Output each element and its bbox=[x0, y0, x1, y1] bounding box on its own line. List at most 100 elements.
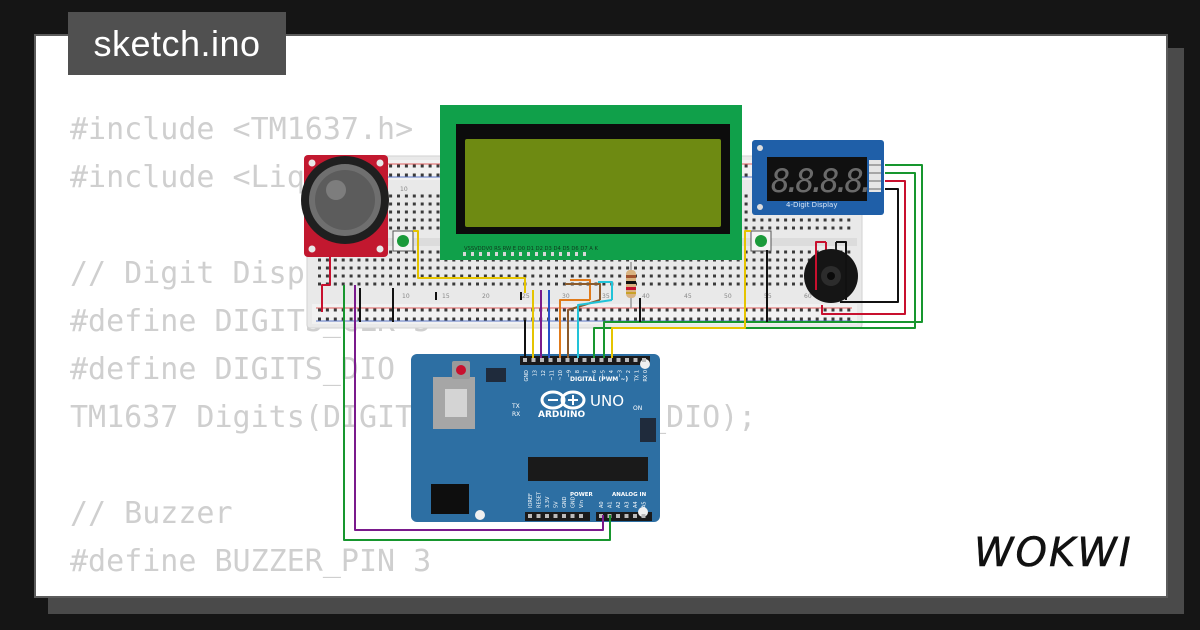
pin-label: 8 bbox=[575, 370, 581, 373]
breadboard-hole bbox=[531, 274, 535, 278]
breadboard-hole bbox=[373, 282, 377, 286]
breadboard-hole bbox=[420, 282, 424, 286]
breadboard-hole bbox=[404, 202, 408, 206]
breadboard-hole bbox=[555, 282, 558, 286]
breadboard-hole bbox=[389, 173, 393, 177]
wire-black-display bbox=[840, 188, 899, 303]
breadboard-hole bbox=[728, 266, 732, 270]
lcd-pin bbox=[559, 252, 562, 256]
breadboard-hole bbox=[776, 317, 780, 321]
breadboard-hole bbox=[641, 274, 645, 278]
breadboard-hole bbox=[555, 308, 558, 312]
breadboard-hole bbox=[760, 258, 764, 262]
breadboard-hole bbox=[839, 226, 843, 230]
breadboard-hole bbox=[547, 274, 551, 278]
breadboard-hole bbox=[586, 266, 590, 270]
breadboard-hole bbox=[318, 308, 321, 312]
pin-label: A4 bbox=[633, 501, 639, 508]
breadboard-hole bbox=[420, 226, 424, 230]
breadboard-hole bbox=[412, 258, 416, 262]
pin-label: A1 bbox=[608, 501, 614, 508]
breadboard-hole bbox=[333, 266, 337, 270]
breadboard-hole bbox=[720, 274, 724, 278]
breadboard-hole bbox=[468, 266, 472, 270]
breadboard-hole bbox=[397, 164, 400, 168]
bb-num: 50 bbox=[724, 293, 732, 300]
pin-label: ~6 bbox=[592, 370, 598, 377]
breadboard-hole bbox=[720, 266, 724, 270]
breadboard-hole bbox=[610, 274, 614, 278]
wokwi-logo-text: WOKWI bbox=[974, 530, 1133, 576]
breadboard-hole bbox=[428, 202, 432, 206]
breadboard-hole bbox=[349, 317, 353, 321]
breadboard-hole bbox=[657, 282, 661, 286]
breadboard-hole bbox=[799, 308, 803, 312]
pin-label: A3 bbox=[625, 501, 631, 508]
breadboard-hole bbox=[373, 308, 377, 312]
breadboard-hole bbox=[776, 258, 780, 262]
breadboard-hole bbox=[641, 266, 645, 270]
breadboard-hole bbox=[412, 250, 416, 254]
digital-label: DIGITAL (PWM ~) bbox=[570, 376, 628, 383]
breadboard-hole bbox=[744, 226, 748, 230]
breadboard-hole bbox=[626, 317, 630, 321]
push-button-right[interactable] bbox=[750, 230, 772, 252]
breadboard-hole bbox=[760, 250, 764, 254]
breadboard-hole bbox=[776, 266, 780, 270]
joystick-module[interactable] bbox=[301, 155, 389, 257]
breadboard-hole bbox=[681, 274, 685, 278]
wokwi-logo: WOKWI bbox=[974, 530, 1133, 577]
wire-green-joystick bbox=[343, 285, 611, 541]
wire-orange-lcd bbox=[570, 279, 591, 300]
breadboard-hole bbox=[476, 274, 479, 278]
code-line: // Buzzer bbox=[70, 496, 233, 531]
breadboard-hole bbox=[404, 218, 408, 222]
breadboard-hole bbox=[776, 226, 780, 230]
breadboard-hole bbox=[318, 317, 321, 321]
lcd-pin bbox=[471, 252, 474, 256]
breadboard-hole bbox=[420, 317, 424, 321]
breadboard-hole bbox=[460, 317, 464, 321]
push-button-left[interactable] bbox=[392, 230, 414, 252]
breadboard-hole bbox=[412, 317, 416, 321]
code-line: #define BUZZER_PIN 3 bbox=[70, 544, 432, 579]
breadboard-hole bbox=[349, 282, 353, 286]
bb-num: 45 bbox=[684, 293, 692, 300]
breadboard-hole bbox=[341, 282, 345, 286]
breadboard-hole bbox=[499, 266, 503, 270]
pin-label: GND bbox=[562, 496, 568, 508]
breadboard-hole bbox=[760, 218, 764, 222]
breadboard-hole bbox=[839, 317, 843, 321]
breadboard-hole bbox=[839, 218, 843, 222]
breadboard-hole bbox=[373, 258, 377, 262]
pin-label: ~3 bbox=[618, 370, 624, 377]
breadboard-hole bbox=[389, 266, 393, 270]
breadboard-hole bbox=[705, 282, 709, 286]
analog-label: ANALOG IN bbox=[612, 492, 647, 498]
breadboard-hole bbox=[476, 317, 479, 321]
breadboard-hole bbox=[744, 164, 748, 168]
breadboard-hole bbox=[649, 317, 653, 321]
breadboard-hole bbox=[531, 282, 535, 286]
breadboard-hole bbox=[428, 266, 432, 270]
breadboard-hole bbox=[341, 266, 345, 270]
breadboard-hole bbox=[468, 308, 472, 312]
breadboard-hole bbox=[397, 250, 400, 254]
pin-label: A2 bbox=[616, 501, 622, 508]
breadboard-hole bbox=[744, 282, 748, 286]
breadboard-hole bbox=[318, 282, 321, 286]
breadboard-hole bbox=[713, 308, 716, 312]
lcd-pin bbox=[551, 252, 554, 256]
breadboard-hole bbox=[452, 274, 456, 278]
header-pin bbox=[536, 514, 541, 518]
pin-label: A5 bbox=[642, 501, 648, 508]
breadboard-hole bbox=[397, 210, 400, 214]
code-line: #define DIGITS_DIO 6 bbox=[70, 352, 432, 387]
breadboard-hole bbox=[736, 274, 740, 278]
breadboard-hole bbox=[634, 308, 637, 312]
breadboard-hole bbox=[831, 218, 835, 222]
breadboard-hole bbox=[713, 266, 716, 270]
pin-label: TX 1 bbox=[635, 370, 641, 382]
breadboard-hole bbox=[397, 274, 400, 278]
breadboard-hole bbox=[404, 308, 408, 312]
